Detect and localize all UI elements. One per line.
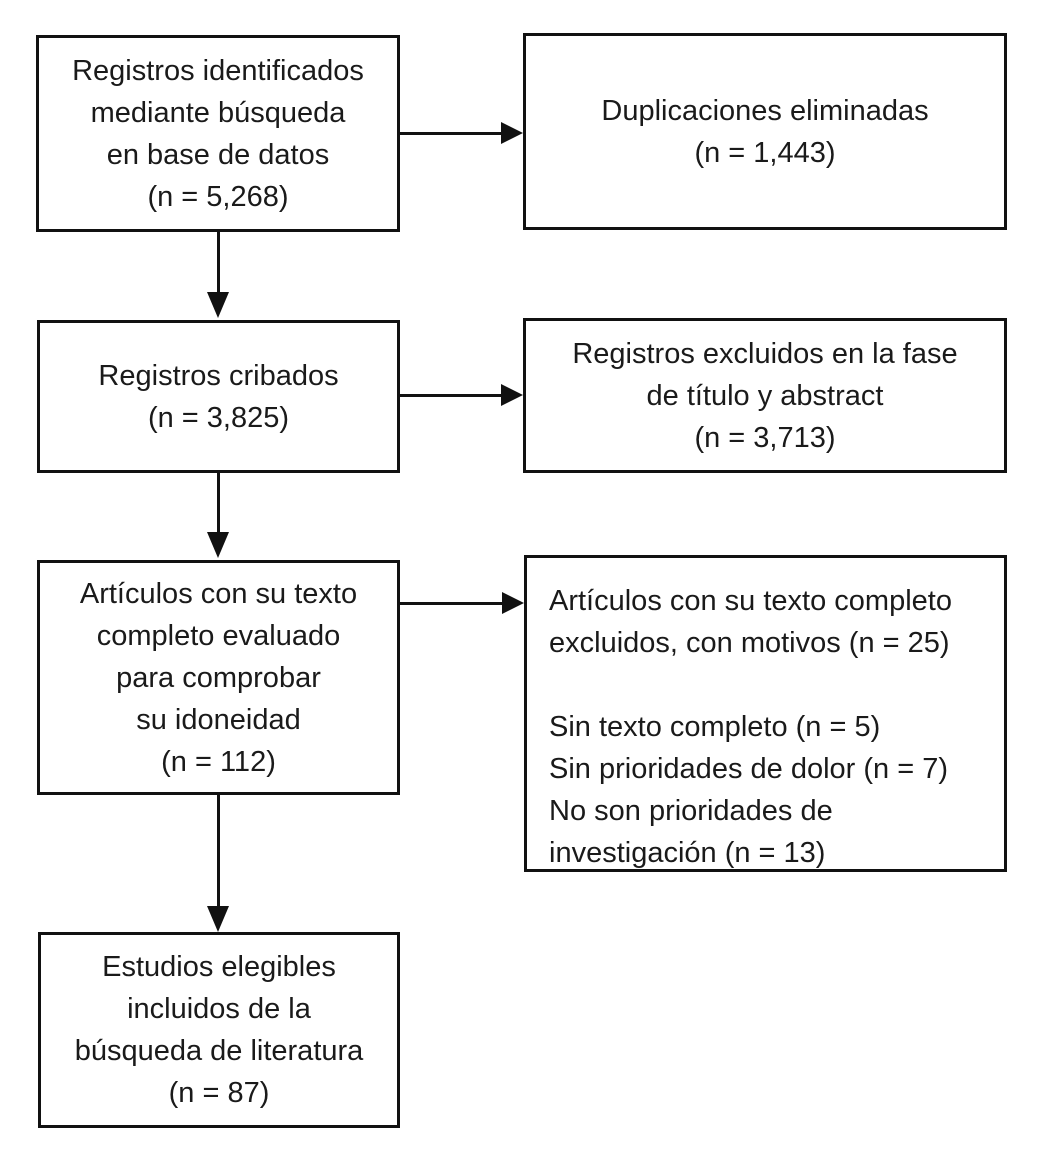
- box-excluded-title-abstract: Registros excluidos en la fase de título…: [523, 318, 1007, 473]
- arrow-fulltext-to-included: [207, 795, 230, 932]
- box-records-identified: Registros identificados mediante búsqued…: [36, 35, 400, 232]
- studies-included-text: Estudios elegibles incluidos de la búsqu…: [74, 951, 364, 1109]
- duplicates-removed-text: Duplicaciones eliminadas (n = 1,443): [601, 94, 929, 169]
- arrow-shaft: [217, 473, 220, 534]
- records-identified-text: Registros identificados mediante búsqued…: [72, 54, 364, 213]
- arrow-right-icon: [502, 592, 524, 614]
- excluded-title-abstract-text: Registros excluidos en la fase de título…: [572, 337, 958, 454]
- arrow-down-icon: [207, 292, 229, 318]
- box-fulltext-excluded: Artículos con su texto completo excluido…: [524, 555, 1007, 872]
- arrow-down-icon: [207, 532, 229, 558]
- arrow-screened-to-excluded: [400, 384, 523, 407]
- arrow-shaft: [217, 232, 220, 294]
- arrow-shaft: [400, 132, 503, 135]
- fulltext-excluded-text: Artículos con su texto completo excluido…: [549, 585, 952, 869]
- box-studies-included: Estudios elegibles incluidos de la búsqu…: [38, 932, 400, 1128]
- arrow-fulltext-to-fulltext-excluded: [400, 592, 524, 615]
- arrow-right-icon: [501, 122, 523, 144]
- arrow-screened-to-fulltext: [207, 473, 230, 558]
- box-records-screened: Registros cribados (n = 3,825): [37, 320, 400, 473]
- arrow-shaft: [217, 795, 220, 908]
- arrow-identified-to-screened: [207, 232, 230, 318]
- box-fulltext-assessed: Artículos con su texto completo evaluado…: [37, 560, 400, 795]
- arrow-right-icon: [501, 384, 523, 406]
- arrow-identified-to-duplicates: [400, 122, 523, 145]
- arrow-shaft: [400, 394, 503, 397]
- fulltext-assessed-text: Artículos con su texto completo evaluado…: [79, 577, 358, 778]
- box-duplicates-removed: Duplicaciones eliminadas (n = 1,443): [523, 33, 1007, 230]
- records-screened-text: Registros cribados (n = 3,825): [98, 359, 339, 434]
- arrow-shaft: [400, 602, 504, 605]
- arrow-down-icon: [207, 906, 229, 932]
